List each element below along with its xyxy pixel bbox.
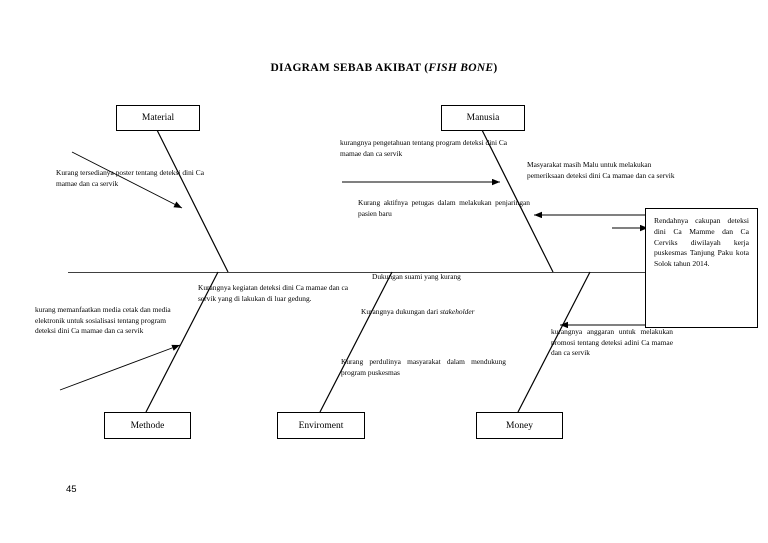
cause-manusia-3: Kurang aktifnya petugas dalam melakukan … xyxy=(358,198,530,219)
cause-money-1-text: kurangnya anggaran untuk melakukan promo… xyxy=(551,327,673,358)
category-box-methode[interactable]: Methode xyxy=(104,412,191,439)
cause-enviroment-2: Kurangnya dukungan dari stakeholder xyxy=(361,307,521,318)
cause-material-1-text: Kurang tersedianya poster tentang deteks… xyxy=(56,168,204,188)
branch-enviroment xyxy=(319,271,393,413)
page-title-italic: FISH BONE xyxy=(428,62,494,74)
category-label-material: Material xyxy=(141,113,175,123)
branch-methode xyxy=(145,271,219,413)
cause-manusia-1-text: kurangnya pengetahuan tentang program de… xyxy=(340,138,508,158)
cause-manusia-1: kurangnya pengetahuan tentang program de… xyxy=(340,138,520,159)
effect-text: Rendahnya cakupan deteksi dini Ca Mamme … xyxy=(654,216,749,269)
cause-enviroment-3-text: Kurang perdulinya masyarakat dalam mendu… xyxy=(341,357,506,377)
cause-enviroment-1: Dukungan suami yang kurang xyxy=(372,272,542,283)
cause-material-1: Kurang tersedianya poster tentang deteks… xyxy=(56,168,204,189)
category-box-manusia[interactable]: Manusia xyxy=(441,105,525,131)
cause-manusia-2: Masyarakat masih Malu untuk melakukan pe… xyxy=(527,160,687,181)
cause-enviroment-3: Kurang perdulinya masyarakat dalam mendu… xyxy=(341,357,506,378)
arrow-material-1 xyxy=(71,151,183,209)
cause-methode-2: Kurangnya kegiatan deteksi dini Ca mamae… xyxy=(198,283,350,304)
cause-methode-1: kurang memanfaatkan media cetak dan medi… xyxy=(35,305,175,337)
category-label-methode: Methode xyxy=(130,420,165,431)
category-box-money[interactable]: Money xyxy=(476,412,563,439)
category-box-material[interactable]: Material xyxy=(116,105,200,131)
cause-enviroment-2-italic: stakeholder xyxy=(440,307,475,316)
cause-money-1: kurangnya anggaran untuk melakukan promo… xyxy=(551,327,673,359)
category-label-enviroment: Enviroment xyxy=(298,420,344,431)
branch-material xyxy=(156,129,229,273)
category-label-manusia: Manusia xyxy=(466,113,500,123)
cause-enviroment-2-lead: Kurangnya dukungan dari xyxy=(361,307,441,316)
arrow-methode-1 xyxy=(59,344,181,391)
page-title-main: DIAGRAM SEBAB AKIBAT ( xyxy=(270,62,429,74)
category-label-money: Money xyxy=(506,420,533,431)
cause-methode-1-text: kurang memanfaatkan media cetak dan medi… xyxy=(35,305,171,336)
cause-methode-2-text: Kurangnya kegiatan deteksi dini Ca mamae… xyxy=(198,283,349,303)
branch-manusia xyxy=(481,129,554,273)
page-title-close: ) xyxy=(493,62,498,74)
effect-box[interactable]: Rendahnya cakupan deteksi dini Ca Mamme … xyxy=(645,208,758,328)
page-title: DIAGRAM SEBAB AKIBAT (FISH BONE) xyxy=(0,62,768,74)
page-number: 45 xyxy=(66,484,77,495)
cause-manusia-3-text: Kurang aktifnya petugas dalam melakukan … xyxy=(358,198,530,218)
cause-manusia-2-text: Masyarakat masih Malu untuk melakukan pe… xyxy=(527,160,675,180)
cause-enviroment-1-text: Dukungan suami yang kurang xyxy=(372,272,461,281)
branch-money xyxy=(517,271,591,413)
category-box-enviroment[interactable]: Enviroment xyxy=(277,412,365,439)
